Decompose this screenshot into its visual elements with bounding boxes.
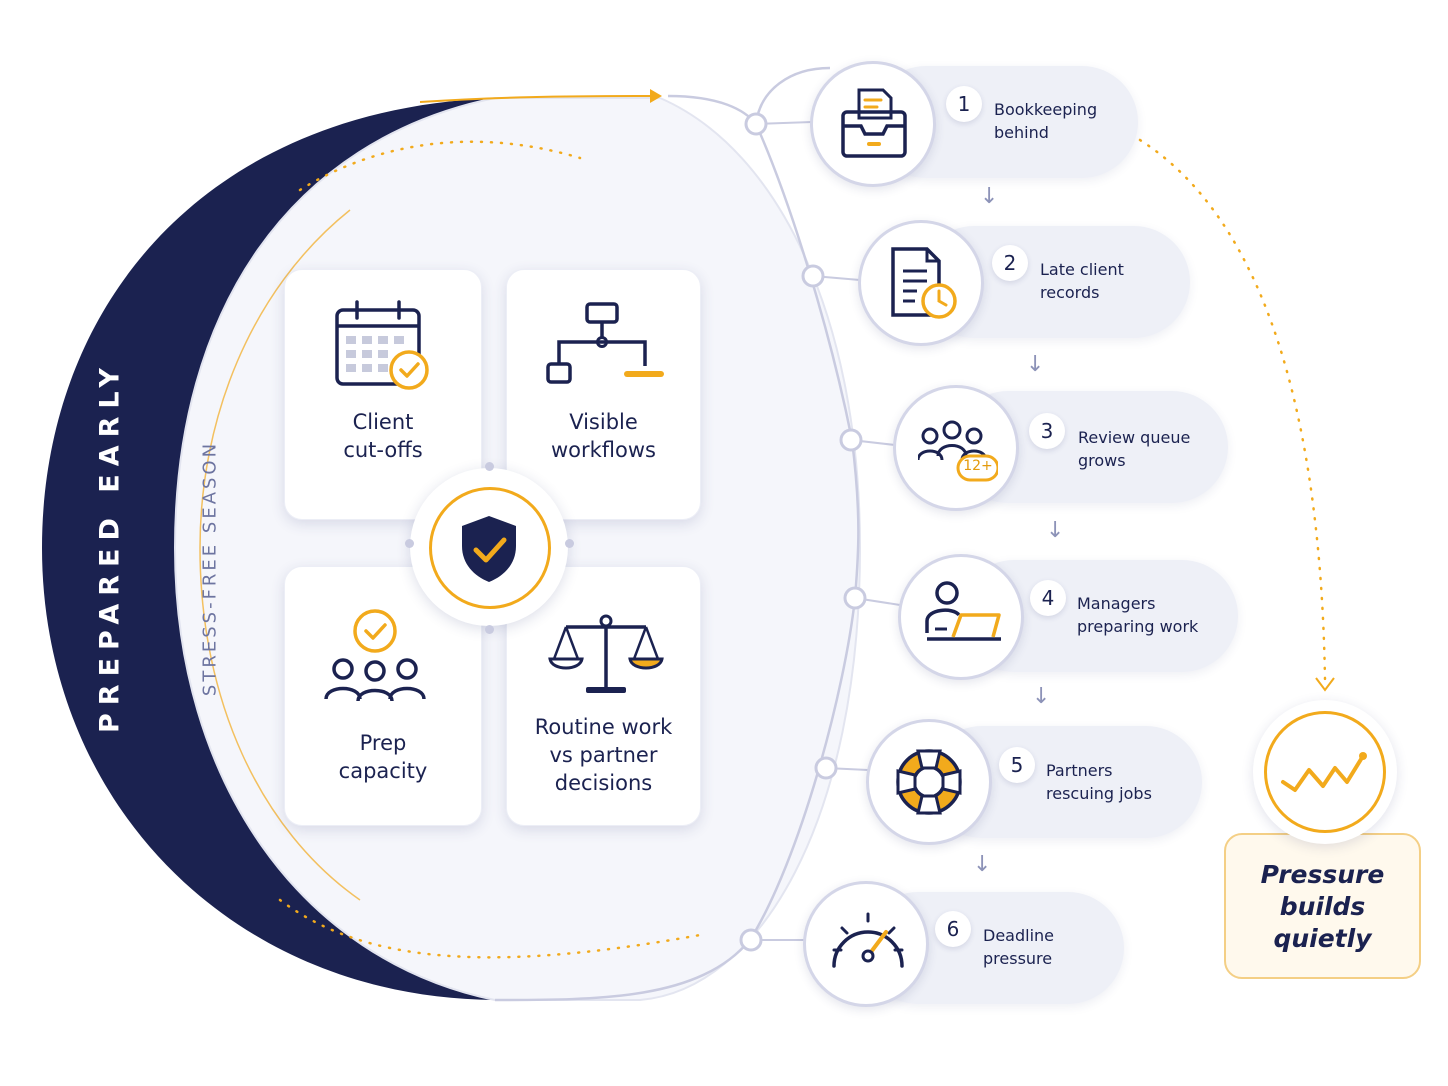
workflow-icon [546,302,664,384]
document-clock-icon [891,247,957,319]
step-6-number: 6 [935,911,971,947]
bottom-dotted-arc [278,898,702,959]
step-2-number: 2 [992,245,1028,281]
card-label: Visible workflows [550,410,656,462]
pressure-dotted-arrowhead [1315,677,1335,692]
down-arrow-icon: ↓ [1026,352,1045,377]
inner-gold-arc [199,209,361,901]
connector-node [739,928,763,952]
top-arrow-head [650,89,662,103]
trend-line-icon [1281,752,1367,792]
shield-badge [410,468,568,626]
team-check-icon [324,609,426,702]
step-4-text: Managers preparing work [1077,594,1199,636]
pressure-trend-circle [1253,700,1397,844]
connector-node [814,756,838,780]
prepared-early-label: PREPARED EARLY [94,360,126,733]
down-arrow-icon: ↓ [973,852,992,877]
prepared-early-crescent [42,98,495,1000]
queue-count-badge: 12+ [963,458,993,474]
down-arrow-icon: ↓ [1032,684,1051,709]
pressure-outcome-box: Pressure builds quietly [1224,833,1421,979]
step-1-text: Bookkeeping behind [994,100,1098,142]
badge-dot [485,462,494,471]
step-3-number: 3 [1029,413,1065,449]
inbox-tray-icon [841,88,907,158]
connector-node [744,112,768,136]
card-label: Client cut-offs [343,410,423,462]
step-6-icon-circle [803,881,929,1007]
top-arrow-line [419,95,651,103]
connector-node [839,428,863,452]
step-connector-curve [494,94,860,1002]
step-3-icon-circle: 12+ [893,385,1019,511]
pressure-dotted-trajectory [1138,138,1327,682]
scales-icon [548,614,664,693]
pressure-ring [1264,711,1386,833]
step-6-text: Deadline pressure [983,926,1054,968]
shield-ring [429,487,551,609]
step-4-number: 4 [1030,580,1066,616]
lifebuoy-icon [896,749,962,815]
down-arrow-icon: ↓ [980,184,999,209]
step-5-number: 5 [999,747,1035,783]
connector-node [801,264,825,288]
step-1-icon-circle [810,61,936,187]
step-4-icon-circle [898,554,1024,680]
stress-free-season-label: STRESS-FREE SEASON [199,440,221,697]
person-laptop-icon [925,581,1001,641]
step-3-text: Review queue grows [1078,428,1191,470]
pressure-outcome-text: Pressure builds quietly [1260,860,1385,953]
card-label: Routine work vs partner decisions [534,715,673,795]
card-visible-workflows: Visible workflows [506,269,701,520]
badge-dot [405,539,414,548]
step-2-icon-circle [858,220,984,346]
people-queue-icon [918,420,998,482]
card-label: Prep capacity [338,731,428,783]
step-2-text: Late client records [1040,260,1124,302]
step-5-icon-circle [866,719,992,845]
shield-check-icon [462,516,516,582]
step-1-number: 1 [946,86,982,122]
step-5-text: Partners rescuing jobs [1046,761,1152,803]
top-dotted-arc [298,140,582,192]
calendar-check-icon [335,300,429,390]
badge-dot [565,539,574,548]
connector-node [843,586,867,610]
badge-dot [485,625,494,634]
down-arrow-icon: ↓ [1046,518,1065,543]
card-routine-vs-partner: Routine work vs partner decisions [506,566,701,826]
gauge-icon [832,912,904,968]
